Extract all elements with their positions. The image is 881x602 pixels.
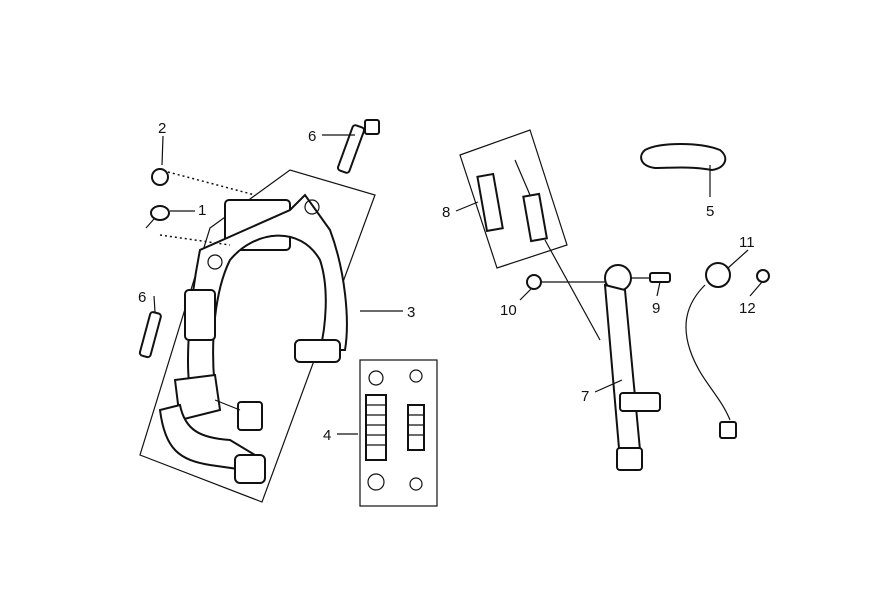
part-7-side-stand bbox=[540, 264, 661, 471]
callout-2: 2 bbox=[158, 120, 166, 137]
leader-lines bbox=[153, 134, 763, 435]
callout-8: 8 bbox=[442, 204, 450, 221]
part-6-pin-lower bbox=[138, 311, 162, 359]
part-2-nut bbox=[151, 168, 169, 186]
callout-11: 11 bbox=[739, 234, 755, 251]
callout-6-lower: 6 bbox=[138, 289, 146, 306]
part-9-bolt bbox=[649, 272, 671, 283]
callout-3: 3 bbox=[407, 304, 415, 321]
part-4-springs bbox=[365, 369, 425, 491]
part-11-switch bbox=[685, 262, 737, 439]
callout-7: 7 bbox=[581, 388, 589, 405]
part-5-plate bbox=[640, 143, 727, 172]
main-stand-part bbox=[158, 193, 348, 484]
springs-group-4-outline bbox=[359, 359, 438, 507]
part-1-bolt bbox=[150, 205, 170, 221]
callout-1: 1 bbox=[198, 202, 206, 219]
callout-9: 9 bbox=[652, 300, 660, 317]
callout-5: 5 bbox=[706, 203, 714, 220]
part-10-nut bbox=[526, 274, 542, 290]
springs-group-8-outline bbox=[459, 129, 568, 269]
callout-10: 10 bbox=[500, 302, 517, 319]
callout-6-upper: 6 bbox=[308, 128, 316, 145]
part-8-springs bbox=[476, 159, 601, 341]
callout-4: 4 bbox=[323, 427, 331, 444]
part-12-bolt bbox=[756, 269, 770, 283]
callout-12: 12 bbox=[739, 300, 756, 317]
part-6-pin-upper bbox=[336, 119, 380, 174]
